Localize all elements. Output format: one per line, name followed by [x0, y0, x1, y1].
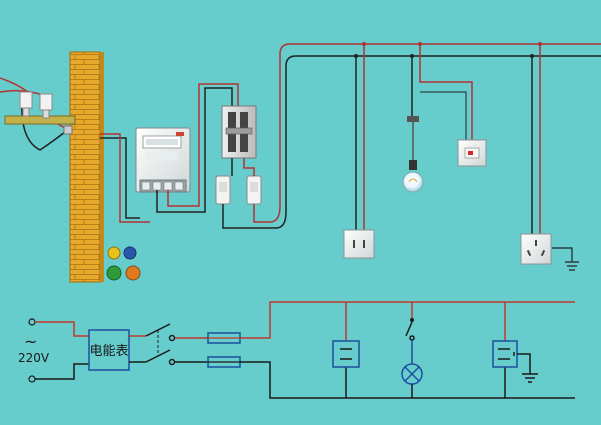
indicator-lights: [106, 246, 141, 281]
meter-to-switch-wires: [129, 335, 146, 363]
branch-outlet-two-prong: [332, 302, 360, 398]
wall-outlet-three-prong: [520, 233, 552, 265]
voltage-label: 220V: [18, 351, 50, 365]
brick-wall: [69, 51, 104, 283]
lamp-switch-drops: [410, 42, 473, 140]
meter-terminals: [141, 181, 184, 191]
wall-switch: [457, 139, 487, 167]
pictorial-wiring: [0, 42, 601, 283]
ac-symbol: ~: [24, 332, 37, 351]
pendant-lamp: [402, 116, 424, 193]
distribution-lines: [222, 43, 601, 229]
wall-outlet-two-prong: [343, 229, 375, 259]
outlet1-drop: [354, 42, 366, 232]
schematic-fuse-neutral: [207, 356, 241, 368]
schematic-fuse-live: [207, 332, 241, 344]
insulator-right: [39, 93, 53, 119]
breaker-to-fuse-wires: [231, 158, 255, 176]
electric-meter: [135, 127, 191, 193]
fuse-right: [246, 175, 262, 205]
fuse-left: [215, 175, 231, 205]
ac-source: ~ 220V: [18, 318, 50, 383]
meter-label: 电能表: [89, 344, 128, 359]
schematic-bus: [240, 301, 575, 399]
main-breaker: [221, 105, 257, 159]
outlet2-drop: [530, 42, 542, 236]
ground-symbol-pictorial: [552, 247, 579, 271]
wall-to-meter-wires: [100, 133, 150, 223]
switch-to-fuse-wires: [175, 337, 208, 363]
service-drop-wires: [0, 77, 71, 151]
pole-crossarm: [4, 91, 76, 135]
branch-outlet-three-prong: [492, 302, 538, 398]
meter-to-breaker-wires: [156, 83, 239, 213]
circuit-schematic: ~ 220V 电能表: [18, 301, 575, 399]
double-pole-switch: [145, 323, 176, 366]
source-to-meter-wires: [35, 321, 89, 380]
schematic-meter: 电能表: [88, 329, 130, 371]
insulator-left: [19, 91, 33, 117]
branch-switch-lamp: [401, 302, 423, 398]
